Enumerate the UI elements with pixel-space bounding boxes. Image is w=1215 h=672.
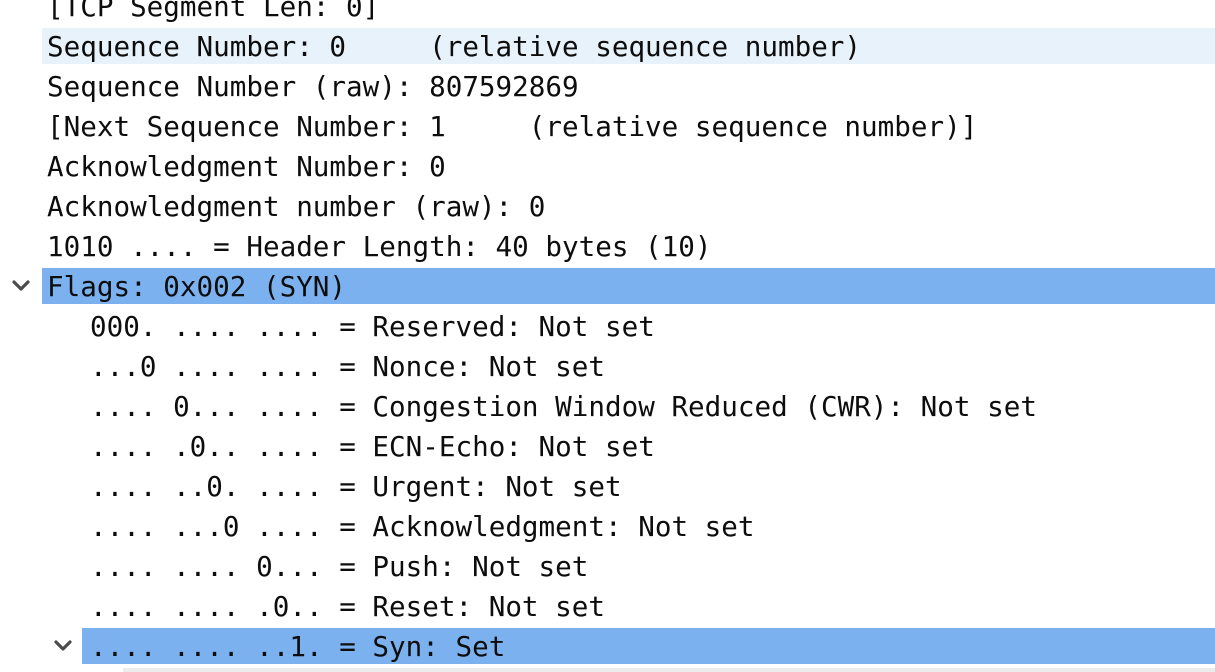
tree-row[interactable]: Sequence Number (raw): 807592869 (0, 66, 1215, 106)
tree-row-label: Acknowledgment number (raw): 0 (47, 189, 546, 223)
tree-row[interactable]: Sequence Number: 0 (relative sequence nu… (0, 26, 1215, 66)
tree-row-label (123, 668, 1215, 672)
tree-row[interactable]: 1010 .... = Header Length: 40 bytes (10) (0, 226, 1215, 266)
tree-row[interactable] (0, 666, 1215, 672)
tree-row-label: [Next Sequence Number: 1 (relative seque… (47, 109, 978, 143)
tree-row[interactable]: .... .0.. .... = ECN-Echo: Not set (0, 426, 1215, 466)
chevron-down-icon[interactable] (54, 640, 72, 652)
tree-row-label: .... .... 0... = Push: Not set (90, 549, 589, 583)
tree-row-label: Acknowledgment Number: 0 (47, 149, 446, 183)
tree-row[interactable]: .... .... .0.. = Reset: Not set (0, 586, 1215, 626)
tree-row-label: Sequence Number (raw): 807592869 (47, 69, 579, 103)
tree-row-label: ...0 .... .... = Nonce: Not set (90, 349, 605, 383)
tree-row-label: .... ...0 .... = Acknowledgment: Not set (90, 509, 755, 543)
tree-row[interactable]: .... ..0. .... = Urgent: Not set (0, 466, 1215, 506)
tree-row-label: [TCP Segment Len: 0] (47, 0, 380, 23)
tree-row-label: .... .... ..1. = Syn: Set (82, 628, 1215, 664)
tree-row[interactable]: Acknowledgment number (raw): 0 (0, 186, 1215, 226)
tree-row[interactable]: Flags: 0x002 (SYN) (0, 266, 1215, 306)
tree-row-label: .... .... .0.. = Reset: Not set (90, 589, 605, 623)
tree-row-label: .... .0.. .... = ECN-Echo: Not set (90, 429, 655, 463)
tree-row[interactable]: [TCP Segment Len: 0] (0, 0, 1215, 26)
tree-row-label: 000. .... .... = Reserved: Not set (90, 309, 655, 343)
tree-row-label: .... 0... .... = Congestion Window Reduc… (90, 389, 1037, 423)
tree-row[interactable]: Acknowledgment Number: 0 (0, 146, 1215, 186)
tree-row-label: Sequence Number: 0 (relative sequence nu… (42, 28, 1215, 64)
tree-row[interactable]: .... ...0 .... = Acknowledgment: Not set (0, 506, 1215, 546)
tree-row[interactable]: [Next Sequence Number: 1 (relative seque… (0, 106, 1215, 146)
tree-row[interactable]: .... 0... .... = Congestion Window Reduc… (0, 386, 1215, 426)
tree-row-label: .... ..0. .... = Urgent: Not set (90, 469, 622, 503)
chevron-down-icon[interactable] (12, 280, 30, 292)
tree-row[interactable]: 000. .... .... = Reserved: Not set (0, 306, 1215, 346)
tree-row[interactable]: ...0 .... .... = Nonce: Not set (0, 346, 1215, 386)
tree-row-label: 1010 .... = Header Length: 40 bytes (10) (47, 229, 712, 263)
tree-row-label: Flags: 0x002 (SYN) (42, 268, 1215, 304)
tree-row[interactable]: .... .... 0... = Push: Not set (0, 546, 1215, 586)
tree-row[interactable]: .... .... ..1. = Syn: Set (0, 626, 1215, 666)
